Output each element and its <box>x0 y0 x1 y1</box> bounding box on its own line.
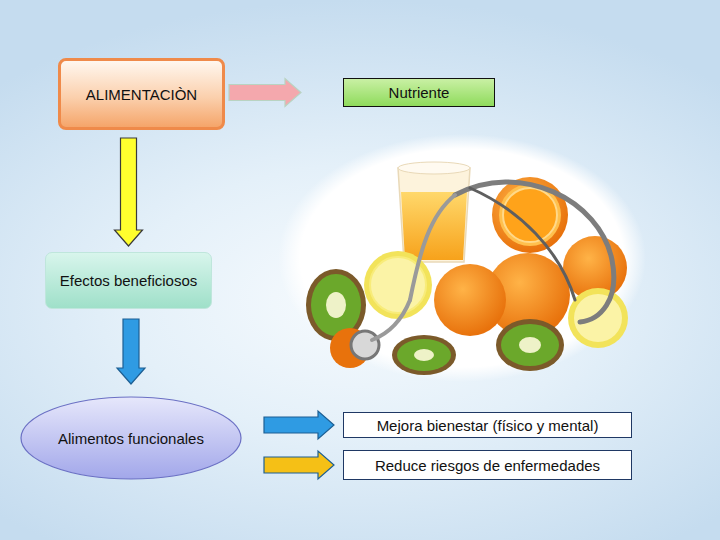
block-arrow <box>115 138 143 246</box>
text-holder: Mejora bienestar (físico y mental) <box>377 416 599 435</box>
text-holder: ALIMENTACIÒN <box>86 85 197 104</box>
text-holder: Nutriente <box>389 83 450 102</box>
lemon-slice <box>364 251 628 348</box>
functional-food-ellipse: Alimentos funcionales <box>20 396 242 480</box>
text-holder: Alimentos funcionales <box>58 429 204 448</box>
node-label: Reduce riesgos de enfermedades <box>375 456 600 475</box>
text-holder: Efectos beneficiosos <box>60 271 198 290</box>
start-box: ALIMENTACIÒN <box>58 58 225 130</box>
block-arrow <box>117 319 145 384</box>
node-label: Efectos beneficiosos <box>60 271 198 290</box>
block-arrow <box>264 451 334 479</box>
node-label: ALIMENTACIÒN <box>86 85 197 104</box>
orange-fruit <box>434 177 627 337</box>
node-label: Nutriente <box>389 83 450 102</box>
benefit-box: Mejora bienestar (físico y mental) <box>343 412 632 438</box>
juice-glass <box>398 162 470 262</box>
effects-box: Efectos beneficiosos <box>45 252 212 309</box>
nutrient-box: Nutriente <box>343 78 495 107</box>
node-label: Alimentos funcionales <box>58 429 204 448</box>
white-oval <box>278 134 646 382</box>
block-arrow <box>264 411 334 439</box>
text-holder: Reduce riesgos de enfermedades <box>375 456 600 475</box>
block-arrow <box>229 79 301 107</box>
benefit-box: Reduce riesgos de enfermedades <box>343 450 632 480</box>
kiwi-slice <box>306 269 564 375</box>
stethoscope <box>351 182 614 359</box>
node-label: Mejora bienestar (físico y mental) <box>377 416 599 435</box>
